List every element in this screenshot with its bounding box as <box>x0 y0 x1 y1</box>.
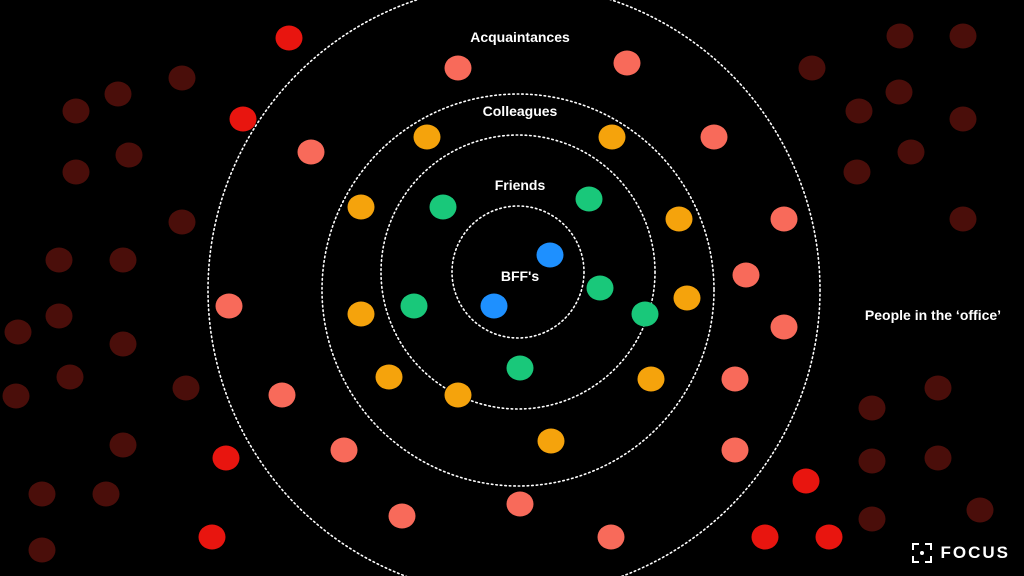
person-dot-office-bright-5 <box>792 468 820 494</box>
person-dot-office-dim-22 <box>845 98 873 124</box>
person-dot-office-dim-21 <box>949 23 977 49</box>
person-dot-friends-5 <box>631 301 659 327</box>
ring-bffs <box>451 205 585 339</box>
focus-crosshair-icon <box>911 543 932 563</box>
person-dot-office-bright-6 <box>751 524 779 550</box>
person-dot-office-dim-17 <box>92 481 120 507</box>
person-dot-office-bright-7 <box>815 524 843 550</box>
person-dot-acquaintances-7 <box>215 293 243 319</box>
person-dot-office-dim-14 <box>172 375 200 401</box>
person-dot-office-dim-3 <box>62 98 90 124</box>
person-dot-office-dim-13 <box>56 364 84 390</box>
brand-name: FOCUS <box>940 543 1010 562</box>
ring-colleagues <box>321 93 715 487</box>
person-dot-office-dim-5 <box>62 159 90 185</box>
person-dot-friends-1 <box>429 194 457 220</box>
person-dot-friends-2 <box>575 186 603 212</box>
person-dot-colleagues-8 <box>637 366 665 392</box>
label-friends: Friends <box>495 177 546 193</box>
ring-acquaintances <box>207 0 821 576</box>
person-dot-friends-6 <box>506 355 534 381</box>
person-dot-office-dim-25 <box>897 139 925 165</box>
person-dot-office-dim-8 <box>109 247 137 273</box>
person-dot-colleagues-3 <box>347 194 375 220</box>
person-dot-office-dim-20 <box>886 23 914 49</box>
person-dot-office-dim-30 <box>924 445 952 471</box>
person-dot-office-dim-7 <box>45 247 73 273</box>
label-bffs: BFF's <box>501 268 540 284</box>
person-dot-office-dim-6 <box>168 209 196 235</box>
person-dot-office-dim-33 <box>858 506 886 532</box>
person-dot-acquaintances-1 <box>444 55 472 81</box>
person-dot-bffs-2 <box>480 293 508 319</box>
person-dot-acquaintances-6 <box>732 262 760 288</box>
person-dot-office-dim-26 <box>843 159 871 185</box>
label-acquaintances: Acquaintances <box>470 29 570 45</box>
person-dot-office-dim-31 <box>858 448 886 474</box>
person-dot-acquaintances-4 <box>700 124 728 150</box>
person-dot-office-dim-18 <box>28 537 56 563</box>
person-dot-office-dim-9 <box>4 319 32 345</box>
person-dot-office-dim-4 <box>115 142 143 168</box>
person-dot-office-bright-4 <box>198 524 226 550</box>
person-dot-office-dim-2 <box>104 81 132 107</box>
label-people-in-office: People in the ‘office’ <box>865 307 1001 323</box>
person-dot-office-dim-12 <box>2 383 30 409</box>
person-dot-bffs-1 <box>536 242 564 268</box>
person-dot-office-dim-32 <box>966 497 994 523</box>
person-dot-office-dim-24 <box>949 106 977 132</box>
people-dots <box>2 23 994 563</box>
person-dot-office-dim-15 <box>109 432 137 458</box>
person-dot-colleagues-6 <box>347 301 375 327</box>
person-dot-office-dim-16 <box>28 481 56 507</box>
person-dot-friends-3 <box>586 275 614 301</box>
person-dot-acquaintances-14 <box>388 503 416 529</box>
person-dot-acquaintances-8 <box>770 314 798 340</box>
person-dot-acquaintances-3 <box>297 139 325 165</box>
person-dot-colleagues-5 <box>673 285 701 311</box>
person-dot-acquaintances-9 <box>268 382 296 408</box>
ring-labels: Acquaintances Colleagues Friends BFF's P… <box>470 29 1001 323</box>
person-dot-friends-4 <box>400 293 428 319</box>
ring-friends <box>380 134 656 410</box>
person-dot-colleagues-9 <box>444 382 472 408</box>
person-dot-office-bright-2 <box>229 106 257 132</box>
person-dot-acquaintances-11 <box>330 437 358 463</box>
person-dot-office-bright-3 <box>212 445 240 471</box>
person-dot-office-dim-1 <box>168 65 196 91</box>
person-dot-office-dim-29 <box>858 395 886 421</box>
person-dot-colleagues-1 <box>413 124 441 150</box>
person-dot-office-dim-28 <box>924 375 952 401</box>
concentric-rings <box>207 0 821 576</box>
person-dot-acquaintances-2 <box>613 50 641 76</box>
focus-logo: FOCUS <box>911 542 1011 564</box>
person-dot-office-bright-1 <box>275 25 303 51</box>
person-dot-acquaintances-10 <box>721 366 749 392</box>
person-dot-colleagues-10 <box>537 428 565 454</box>
person-dot-office-dim-27 <box>949 206 977 232</box>
person-dot-acquaintances-12 <box>721 437 749 463</box>
person-dot-office-dim-10 <box>45 303 73 329</box>
person-dot-colleagues-4 <box>665 206 693 232</box>
person-dot-acquaintances-13 <box>506 491 534 517</box>
label-colleagues: Colleagues <box>483 103 558 119</box>
person-dot-office-dim-19 <box>798 55 826 81</box>
person-dot-colleagues-7 <box>375 364 403 390</box>
person-dot-acquaintances-15 <box>597 524 625 550</box>
person-dot-office-dim-23 <box>885 79 913 105</box>
person-dot-acquaintances-5 <box>770 206 798 232</box>
person-dot-colleagues-2 <box>598 124 626 150</box>
person-dot-office-dim-11 <box>109 331 137 357</box>
